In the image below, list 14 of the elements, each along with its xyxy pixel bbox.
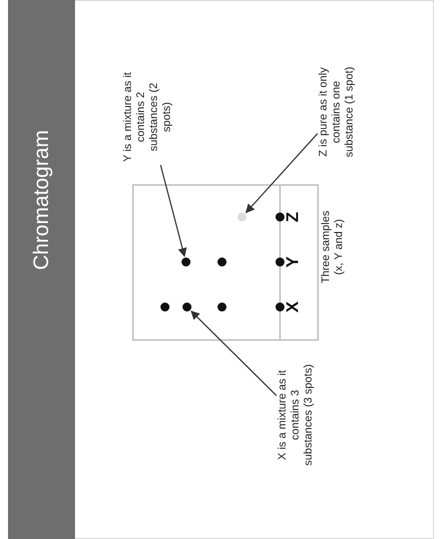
sample-spot bbox=[182, 302, 192, 312]
sample-spot bbox=[182, 258, 190, 266]
lane-letter: Y bbox=[284, 256, 302, 268]
arrow bbox=[245, 133, 318, 214]
lane-letter: Z bbox=[284, 212, 302, 222]
slide-title: Chromatogram bbox=[30, 130, 54, 270]
sample-spot bbox=[238, 212, 246, 222]
arrow bbox=[160, 164, 187, 258]
arrow bbox=[190, 310, 277, 396]
annotation-text: Y is a mixture as it contains 2 substances (2 spots) bbox=[122, 71, 174, 164]
annotation-text: X is a mixture as it contains 3 substances (3 spots) bbox=[276, 363, 316, 467]
annotation-text: Z is pure as it only contains one substance (1 spot) bbox=[318, 66, 356, 160]
caption-text: Three samples (x, Y and z) bbox=[320, 210, 346, 286]
lane-letter: X bbox=[284, 301, 302, 313]
